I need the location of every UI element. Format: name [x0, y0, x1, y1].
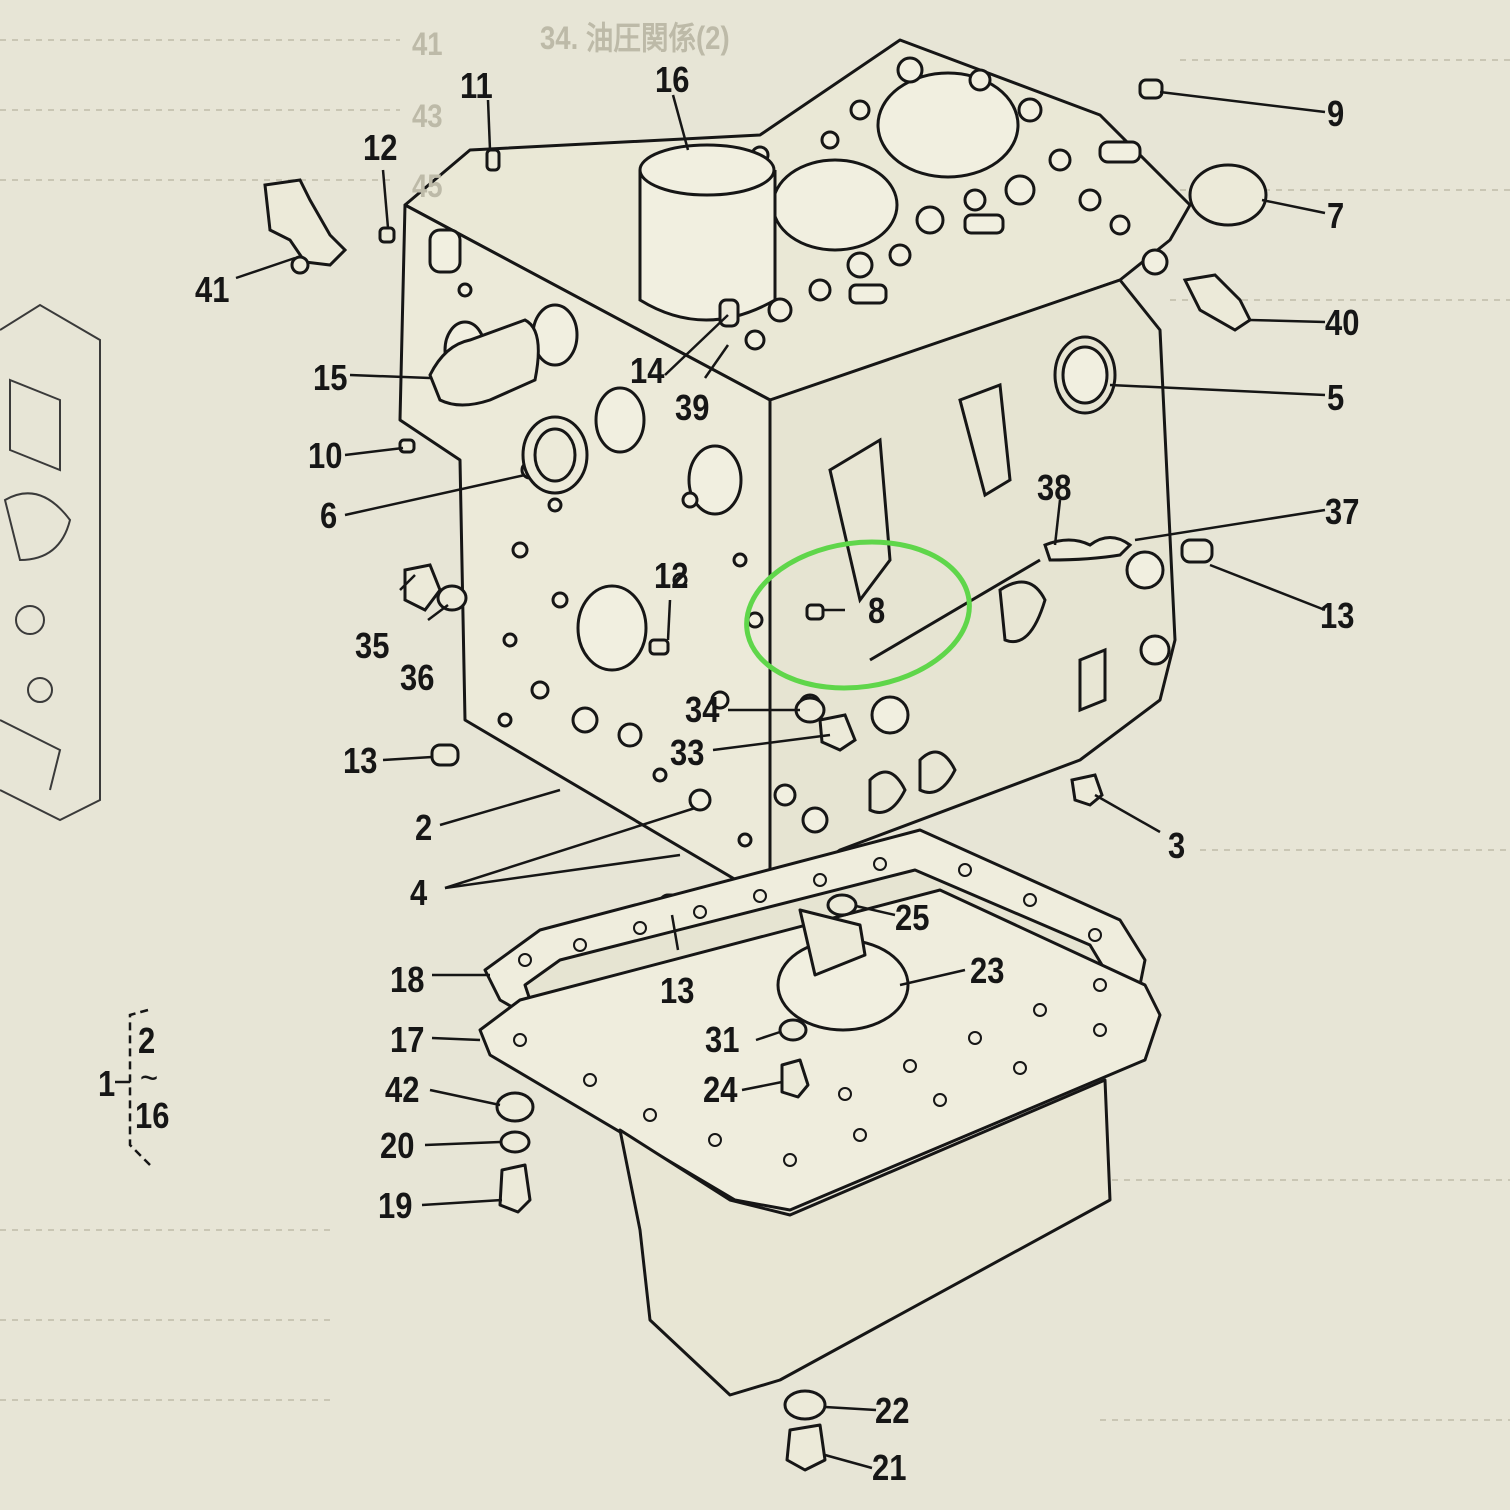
- callout-4: 4: [410, 872, 428, 913]
- background-page-ref: 45: [412, 168, 443, 204]
- callout-40: 40: [1325, 302, 1360, 343]
- callout-15: 15: [313, 357, 348, 398]
- callout-7: 7: [1327, 195, 1345, 236]
- callout-37: 37: [1325, 491, 1360, 532]
- highlight-circle: [744, 539, 972, 691]
- callout-8: 8: [868, 590, 886, 631]
- callout-20: 20: [380, 1125, 415, 1166]
- callout-34: 34: [685, 689, 720, 730]
- callout-12-top: 12: [363, 127, 398, 168]
- cylinder-liner: [638, 143, 777, 322]
- callout-9: 9: [1327, 93, 1345, 134]
- callout-11: 11: [460, 65, 493, 106]
- background-ghost-lines: [0, 39, 1510, 1421]
- callout-25: 25: [895, 897, 930, 938]
- background-page-ref: 41: [412, 26, 443, 62]
- callout-38: 38: [1037, 467, 1072, 508]
- pan-holes: [513, 857, 1107, 1167]
- callout-41: 41: [195, 269, 230, 310]
- callout-16: 16: [655, 59, 690, 100]
- callout-35: 35: [355, 625, 390, 666]
- callout-6: 6: [320, 495, 338, 536]
- callout-5: 5: [1327, 377, 1345, 418]
- callout-16-bracket: 16: [135, 1095, 170, 1136]
- background-heading: 34. 油圧関係(2): [540, 20, 730, 56]
- background-page-ref: 43: [412, 98, 443, 134]
- callout-14: 14: [630, 350, 665, 391]
- callout-24: 24: [703, 1069, 738, 1110]
- callout-3: 3: [1168, 825, 1186, 866]
- callout-22: 22: [875, 1390, 910, 1431]
- leader-lines: [235, 90, 1326, 1470]
- callout-39: 39: [675, 387, 710, 428]
- deck-holes: [744, 56, 1142, 351]
- side-details: [773, 248, 1171, 834]
- callout-10: 10: [308, 435, 343, 476]
- callout-17: 17: [390, 1019, 425, 1060]
- callout-19: 19: [378, 1185, 413, 1226]
- callout-13-right: 13: [1320, 595, 1355, 636]
- callout-23: 23: [970, 950, 1005, 991]
- callout-42: 42: [385, 1069, 420, 1110]
- callout-33: 33: [670, 732, 705, 773]
- callout-36: 36: [400, 657, 435, 698]
- callout-21: 21: [872, 1447, 907, 1488]
- oil-pan: [478, 828, 1162, 1472]
- callout-12-middle: 12: [654, 555, 689, 596]
- callout-13-left: 13: [343, 740, 378, 781]
- callout-13-bottom: 13: [660, 970, 695, 1011]
- callout-31: 31: [705, 1019, 740, 1060]
- callout-2-bracket: 2: [138, 1020, 156, 1061]
- callout-2: 2: [415, 807, 433, 848]
- tilde-symbol: ~: [140, 1057, 159, 1098]
- callout-18: 18: [390, 959, 425, 1000]
- assembly-bracket: [115, 1008, 151, 1166]
- callout-1: 1: [98, 1063, 116, 1104]
- left-partial-diagram: [0, 303, 101, 822]
